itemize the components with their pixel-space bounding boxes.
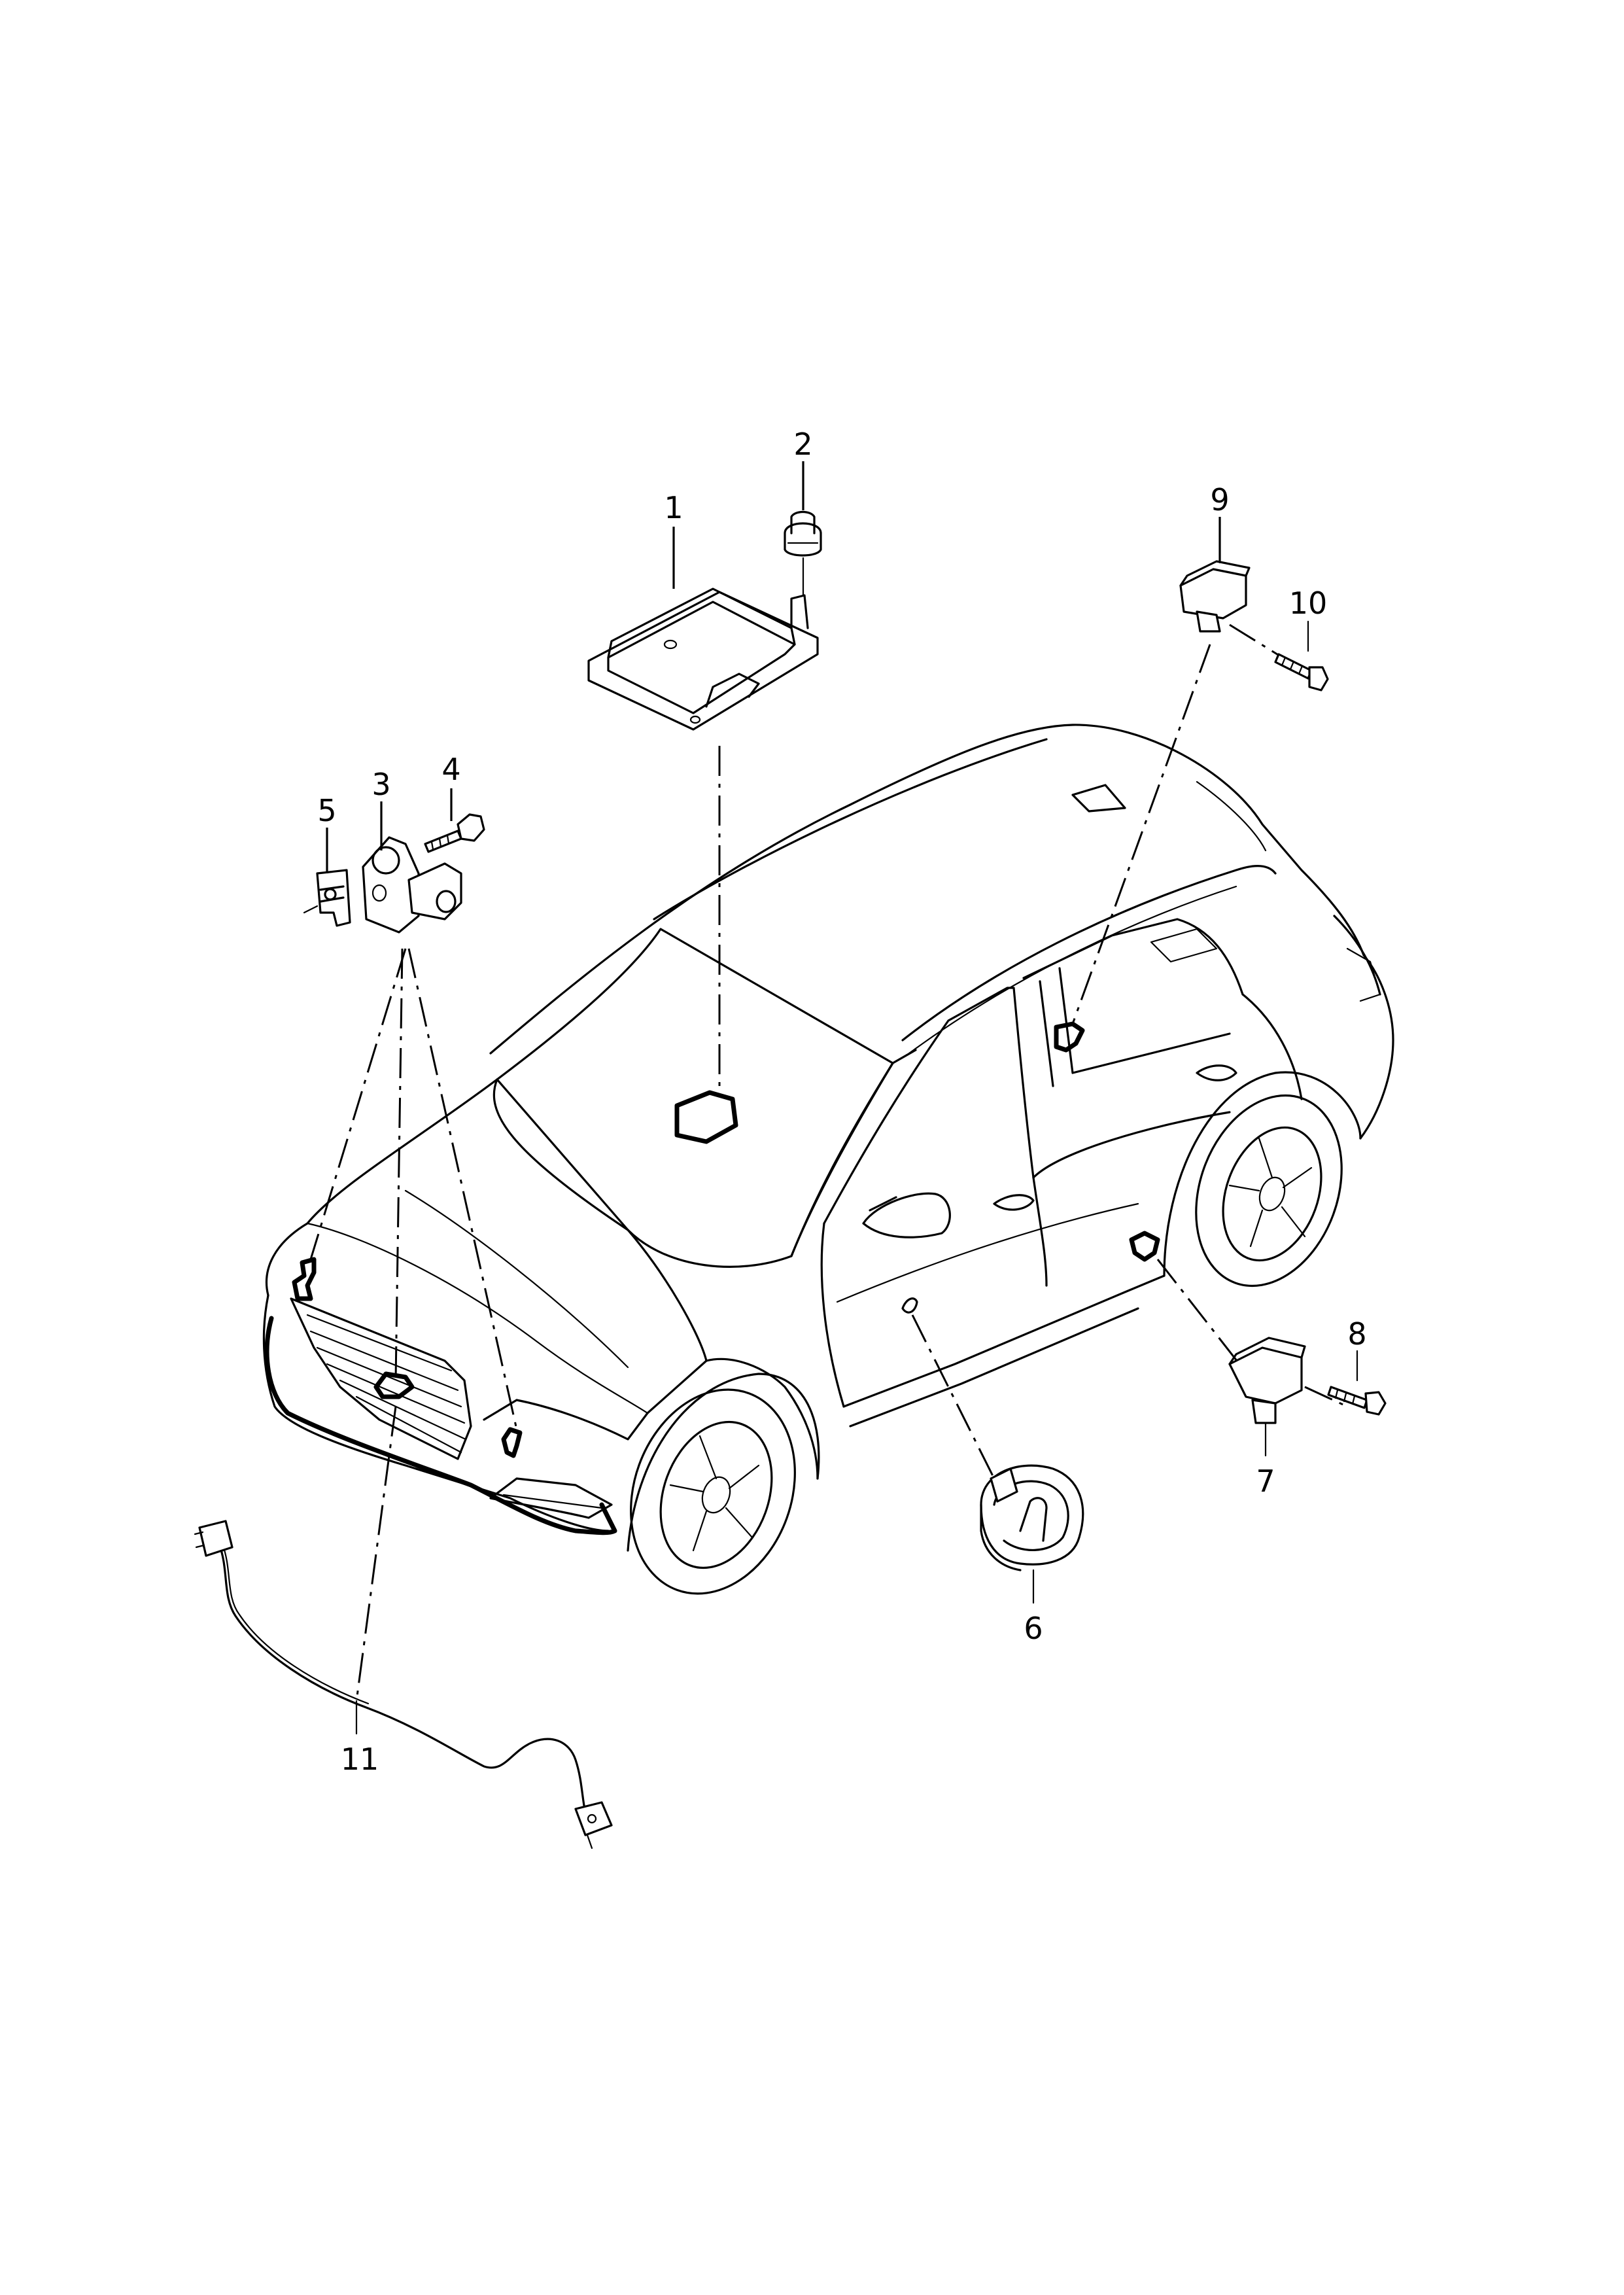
part-clockspring	[980, 1464, 1084, 1604]
right-front-sensor-marker	[501, 1427, 523, 1458]
side-door-sensor-marker	[1054, 1021, 1085, 1053]
callout-6: 6	[1024, 1611, 1043, 1646]
callout-10: 10	[1289, 586, 1328, 621]
callout-7: 7	[1256, 1463, 1275, 1499]
callout-5: 5	[317, 793, 336, 828]
part-bolt-10	[1274, 620, 1329, 692]
part-bolt-4	[424, 813, 485, 853]
callout-labels: 1 2 3 4 5 6 7 8 9 10 11	[317, 427, 1366, 1777]
callout-11: 11	[341, 1742, 379, 1777]
windshield-camera-marker	[674, 1090, 738, 1144]
callout-4: 4	[441, 752, 460, 787]
callout-8: 8	[1347, 1316, 1366, 1352]
sensor-markers	[292, 1021, 1160, 1458]
rear-side-sensor-marker	[1129, 1231, 1160, 1262]
door-spot-marker	[901, 1297, 918, 1314]
callout-2: 2	[793, 427, 812, 462]
part-sensor-bracket	[362, 836, 462, 934]
vehicle-body	[262, 724, 1394, 1595]
callout-1: 1	[664, 490, 683, 525]
part-bolt-8	[1327, 1350, 1387, 1416]
part-sensor-9	[1179, 532, 1251, 633]
part-side-sensor	[1228, 1337, 1306, 1457]
part-nut	[784, 510, 822, 597]
leader-lines	[326, 461, 1221, 873]
center-front-sensor-marker	[373, 1371, 415, 1399]
left-front-sensor-marker	[292, 1257, 317, 1301]
part-control-unit	[587, 587, 819, 731]
part-clip	[303, 869, 351, 927]
callout-3: 3	[371, 767, 390, 802]
callout-9: 9	[1210, 482, 1229, 517]
part-wiring-harness	[194, 1520, 613, 1849]
connection-lines	[309, 623, 1348, 1702]
